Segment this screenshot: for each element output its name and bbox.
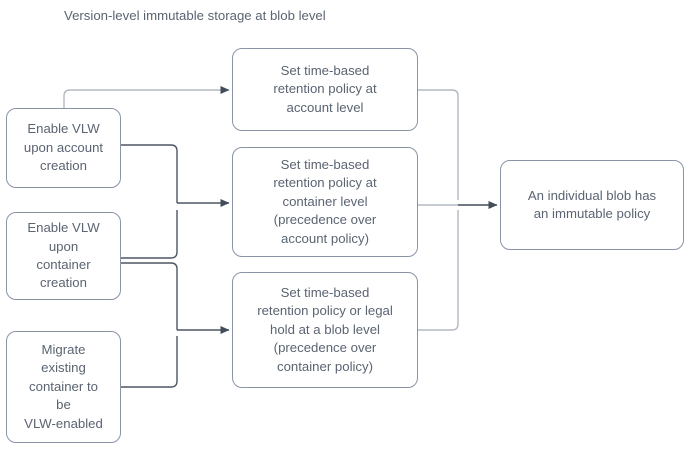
edge-account-to-trunk [121,144,178,203]
node-enable-vlw-container[interactable]: Enable VLW upon container creation [6,212,121,300]
edge-migrate-to-blob-trunk [121,336,178,388]
edge-account-policy-to-merge [418,89,459,200]
edge-account-to-account-policy [63,86,230,108]
node-retention-blob-level[interactable]: Set time-based retention policy or legal… [232,272,418,388]
node-individual-blob-immutable[interactable]: An individual blob has an immutable poli… [500,160,684,250]
node-migrate-existing-container[interactable]: Migrate existing container to be VLW-ena… [6,331,121,443]
edge-container-to-trunk [121,210,178,259]
diagram-title: Version-level immutable storage at blob … [64,8,326,23]
node-retention-account-level[interactable]: Set time-based retention policy at accou… [232,48,418,131]
edge-blob-policy-to-merge [418,210,459,331]
node-retention-container-level[interactable]: Set time-based retention policy at conta… [232,147,418,257]
edge-container-to-blob-trunk [121,262,178,330]
node-enable-vlw-account[interactable]: Enable VLW upon account creation [6,108,121,188]
